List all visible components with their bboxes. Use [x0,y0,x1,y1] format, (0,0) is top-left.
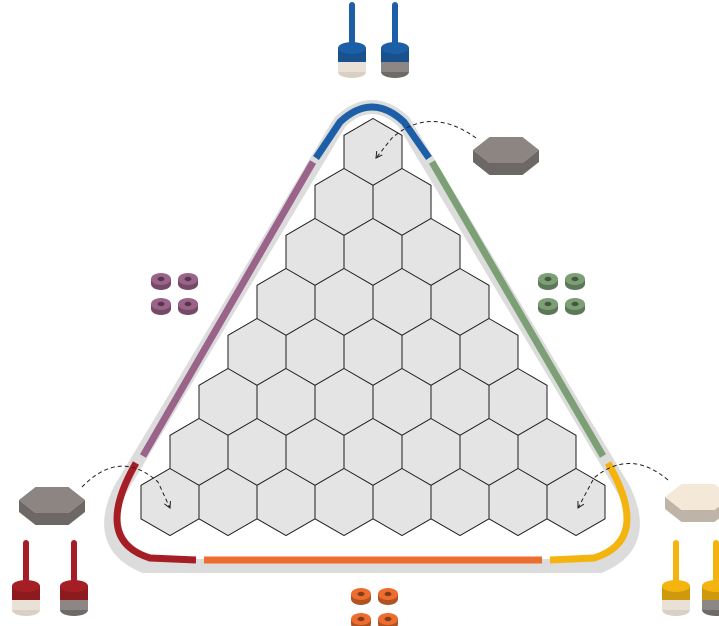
token-ring[interactable] [538,273,558,290]
peg-pole [673,540,679,588]
token-ring[interactable] [378,588,398,605]
peg-base-side [60,600,88,610]
move-arrow [81,465,171,509]
token-groups [151,273,585,626]
peg-pole [349,2,355,50]
token-ring[interactable] [151,273,171,290]
game-board [104,100,640,573]
tile-top [665,484,719,510]
move-arrow [375,121,477,159]
token-ring[interactable] [178,273,198,290]
token-hole [571,276,579,282]
player-peg[interactable] [60,540,88,616]
grey-tile-top[interactable] [473,137,539,175]
move-arrows [81,121,669,509]
hex-grid [140,117,606,537]
peg-pole [71,540,77,588]
edge-left [139,160,317,458]
token-ring[interactable] [178,298,198,315]
token-ring[interactable] [565,298,585,315]
peg-pole [392,2,398,50]
tile-side [19,500,85,525]
tile-side [665,497,719,522]
player-pegs-red [12,540,88,616]
player-peg[interactable] [338,2,366,78]
tile-side [473,150,539,175]
token-ring[interactable] [151,298,171,315]
edge-bottom-right-arc [549,461,631,564]
edge-right [428,160,607,458]
peg-base-side [662,600,690,610]
board-edges [113,103,631,564]
token-hole [384,591,392,597]
tile-top [19,487,85,513]
player-pegs [12,2,719,616]
peg-base-side [12,600,40,610]
player-peg[interactable] [12,540,40,616]
peg-base-side [702,600,719,610]
player-peg[interactable] [702,540,719,616]
token-ring[interactable] [538,298,558,315]
move-arrow-head [164,500,171,509]
player-pegs-yellow [662,540,719,616]
player-pegs-blue [338,2,409,78]
hex-tiles [19,137,719,525]
token-group-orange [351,588,398,626]
token-hole [184,301,192,307]
edge-top-arc [313,103,432,160]
token-hole [157,276,165,282]
player-peg[interactable] [662,540,690,616]
token-hole [544,276,552,282]
token-hole [571,301,579,307]
token-ring[interactable] [351,588,371,605]
peg-pole [23,540,29,588]
token-hole [184,276,192,282]
board-cell[interactable] [546,467,606,537]
token-hole [544,301,552,307]
token-ring[interactable] [565,273,585,290]
token-ring[interactable] [378,613,398,626]
tile-top [473,137,539,163]
token-group-purple [151,273,198,315]
player-peg[interactable] [381,2,409,78]
token-ring[interactable] [351,613,371,626]
token-hole [157,301,165,307]
peg-base-side [338,62,366,72]
token-hole [384,616,392,622]
move-arrow-head [577,500,585,509]
token-group-green [538,273,585,315]
peg-base-side [381,62,409,72]
grey-tile-left[interactable] [19,487,85,525]
token-hole [357,616,365,622]
move-arrow-head [375,150,383,159]
move-arrow [577,463,669,509]
cream-tile-right[interactable] [665,484,719,522]
peg-pole [713,540,719,588]
token-hole [357,591,365,597]
edge-bottom-left-arc [113,461,197,564]
